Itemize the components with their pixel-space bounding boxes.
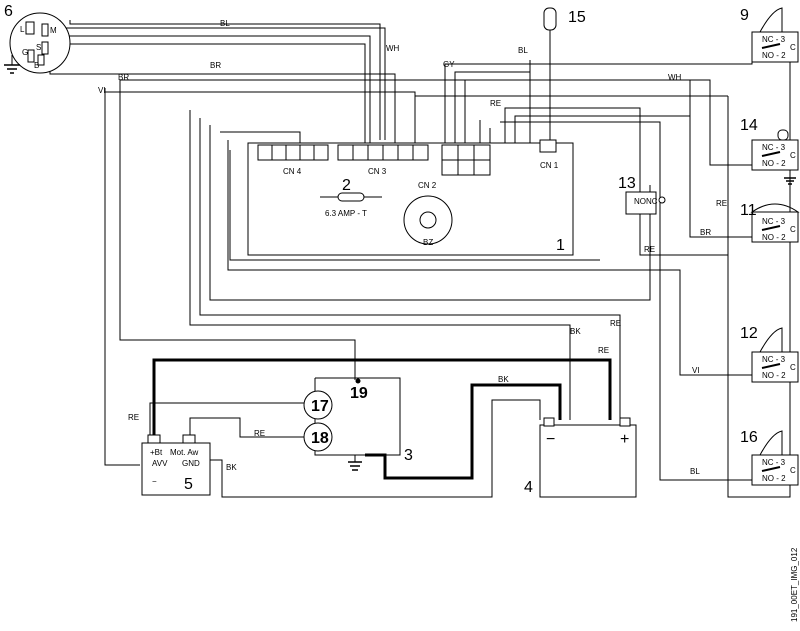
key-pin-s: S (36, 43, 41, 52)
control-board: CN 4 CN 3 CN 2 CN 1 2 6.3 AMP - T BZ 1 (247, 139, 574, 256)
wire-label-br-2: BR (118, 73, 129, 82)
wire-label-vi-2: VI (692, 366, 700, 375)
switch-16: 16 NC - 3 NO - 2 C (740, 429, 799, 486)
wire-label-bl-2: BL (518, 46, 528, 55)
cn4-label: CN 4 (283, 167, 302, 176)
thick-wires (152, 358, 612, 480)
wire-label-re-1: RE (490, 99, 501, 108)
module-number: 5 (184, 476, 193, 493)
electronic-module: +Bt Mot. Aw AVV GND − 5 (141, 434, 211, 496)
module-bt: +Bt (150, 448, 163, 457)
wire-label-vi-1: VI (98, 86, 106, 95)
wire-label-bk-1: BK (570, 327, 581, 336)
key-pin-m: M (50, 26, 57, 35)
battery-plus: + (620, 431, 629, 448)
wire-label-re-3: RE (644, 245, 655, 254)
wire-label-br-1: BR (210, 61, 221, 70)
motor-17-number: 17 (311, 398, 329, 415)
switch-11-number: 11 (740, 202, 757, 219)
battery-minus: − (546, 431, 555, 448)
wire-label-re-5: RE (598, 346, 609, 355)
switch-13-number: 13 (618, 175, 636, 192)
battery: − + 4 (524, 417, 637, 498)
key-pin-g: G (22, 48, 28, 57)
wire-label-bk-3: BK (226, 463, 237, 472)
fuse-label: 6.3 AMP - T (325, 209, 367, 218)
motor-18-number: 18 (311, 430, 329, 447)
wires (49, 20, 791, 498)
switch-14-c: C (790, 151, 796, 160)
module-avv: AVV (152, 459, 168, 468)
switch-16-c: C (790, 466, 796, 475)
wire-label-re-7: RE (254, 429, 265, 438)
cn1-label: CN 1 (540, 161, 559, 170)
module-minus: − (152, 477, 157, 486)
switch-11-c: C (790, 225, 796, 234)
switch-16-no: NO - 2 (762, 474, 786, 483)
module-mot: Mot. Aw (170, 448, 199, 457)
board-number: 1 (556, 237, 565, 254)
switch-14: 14 NC - 3 NO - 2 C (740, 117, 799, 185)
key-pin-b: B (34, 61, 39, 70)
switch-14-nc: NC - 3 (762, 143, 786, 152)
switch-16-nc: NC - 3 (762, 458, 786, 467)
switch-12-no: NO - 2 (762, 371, 786, 380)
switch-12-c: C (790, 363, 796, 372)
wire-label-re-2: RE (716, 199, 727, 208)
lamp-number: 15 (568, 9, 586, 26)
wire-label-bk-2: BK (498, 375, 509, 384)
wire-label-wh-2: WH (668, 73, 682, 82)
wire-labels: BL WH BR BR VI BL GY WH RE RE BR RE RE B… (98, 19, 727, 476)
node-19-number: 19 (350, 385, 368, 402)
switch-9-no: NO - 2 (762, 51, 786, 60)
switch-13-nc: NC (646, 197, 658, 206)
switch-12-number: 12 (740, 325, 758, 342)
switch-11-no: NO - 2 (762, 233, 786, 242)
switch-12-nc: NC - 3 (762, 355, 786, 364)
switch-11-nc: NC - 3 (762, 217, 786, 226)
wire-label-re-4: RE (610, 319, 621, 328)
motor-group: 17 18 19 3 (303, 378, 413, 471)
wire-label-br-3: BR (700, 228, 711, 237)
key-pin-l: L (20, 25, 25, 34)
lamp: 15 (543, 7, 586, 31)
switch-13-no: NO (634, 197, 646, 206)
wire-label-gy: GY (443, 60, 455, 69)
cn2-label: CN 2 (418, 181, 437, 190)
module-gnd: GND (182, 459, 200, 468)
switch-9: 9 NC - 3 NO - 2 C (740, 7, 799, 63)
wire-label-wh-1: WH (386, 44, 400, 53)
key-switch: L M S G B 6 (4, 3, 71, 74)
switch-16-number: 16 (740, 429, 758, 446)
switch-13: 13 NO NC (618, 175, 666, 215)
wire-label-bl-3: BL (690, 467, 700, 476)
fuse-number: 2 (342, 177, 351, 194)
wire-label-bl-1: BL (220, 19, 230, 28)
cn3-label: CN 3 (368, 167, 387, 176)
switch-9-number: 9 (740, 7, 749, 24)
motor-ground-number: 3 (404, 447, 413, 464)
wire-label-re-6: RE (128, 413, 139, 422)
switch-9-nc: NC - 3 (762, 35, 786, 44)
key-switch-number: 6 (4, 3, 13, 20)
battery-number: 4 (524, 479, 533, 496)
buzzer-label: BZ (423, 238, 433, 247)
switch-14-no: NO - 2 (762, 159, 786, 168)
switch-12: 12 NC - 3 NO - 2 C (740, 325, 799, 383)
figure-id: 191_00ET_IMG_012 (790, 547, 799, 622)
switch-14-number: 14 (740, 117, 758, 134)
switch-11: 11 NC - 3 NO - 2 C (740, 202, 800, 243)
switch-9-c: C (790, 43, 796, 52)
